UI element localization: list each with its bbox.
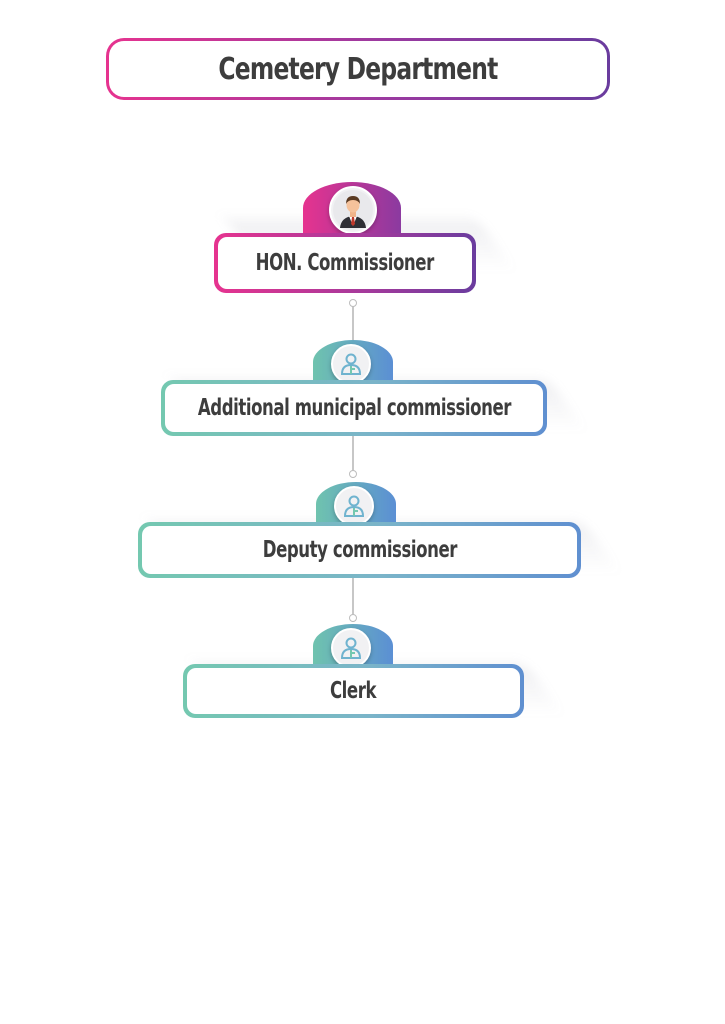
user-icon <box>331 628 371 668</box>
node-label: HON. Commissioner <box>255 250 435 276</box>
node-additional-municipal-commissioner: Additional municipal commissioner <box>161 340 585 436</box>
node-hon-commissioner: HON. Commissioner <box>214 180 514 293</box>
connector-dot-3 <box>349 614 357 622</box>
node-box: Deputy commissioner <box>138 522 581 578</box>
title-banner-inner: Cemetery Department <box>109 41 607 97</box>
node-box-inner: HON. Commissioner <box>218 237 472 289</box>
businessman-icon <box>329 186 377 234</box>
node-box: HON. Commissioner <box>214 233 476 293</box>
title-banner: Cemetery Department <box>106 38 610 100</box>
page-title: Cemetery Department <box>218 51 498 87</box>
connector-dot-1 <box>349 299 357 307</box>
node-box-inner: Deputy commissioner <box>142 526 577 574</box>
node-box: Clerk <box>183 664 524 718</box>
node-clerk: Clerk <box>183 624 562 718</box>
user-icon <box>331 344 371 384</box>
node-label: Clerk <box>330 678 377 704</box>
node-box: Additional municipal commissioner <box>161 380 547 436</box>
node-label: Deputy commissioner <box>262 537 457 563</box>
node-box-inner: Additional municipal commissioner <box>165 384 543 432</box>
node-deputy-commissioner: Deputy commissioner <box>138 482 619 578</box>
node-box-inner: Clerk <box>187 668 520 714</box>
node-label: Additional municipal commissioner <box>197 395 511 421</box>
connector-line-3 <box>352 578 354 622</box>
connector-line-1 <box>352 304 354 344</box>
user-icon <box>334 486 374 526</box>
connector-dot-2 <box>349 470 357 478</box>
connector-line-2 <box>352 436 354 478</box>
